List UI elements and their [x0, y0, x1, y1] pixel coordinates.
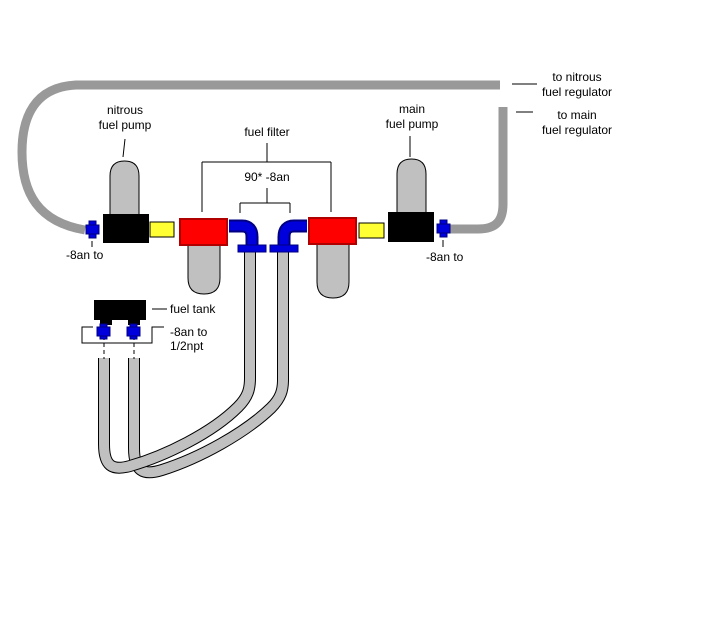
main-pump-cylinder [396, 158, 427, 214]
elbow-bracket [239, 188, 291, 213]
tank-outlet-stub-left [100, 318, 112, 325]
left-fuel-filter [179, 218, 228, 246]
fuel-tank-body [94, 300, 146, 320]
hose-to-main-regulator [448, 107, 508, 234]
nitrous-pump-label: nitrous fuel pump [93, 103, 157, 133]
left-filter-canister [187, 243, 221, 295]
nitrous-pump-leader-line [122, 138, 126, 158]
hose-tank1-to-left-elbow [98, 250, 256, 474]
yellow-connector-right [358, 222, 385, 239]
to-main-regulator-label-line2: fuel regulator [541, 123, 613, 137]
elbow-fitting-label: 90* -8an [244, 170, 290, 184]
to-main-regulator-label-line1: to main [557, 108, 597, 122]
yellow-connector-left [149, 221, 175, 238]
right-filter-canister [316, 242, 350, 299]
fuel-filter-bracket [201, 143, 332, 212]
fuel-tank-label: fuel tank [170, 302, 216, 316]
nitrous-pump-label-line2: fuel pump [98, 118, 152, 132]
nitrous-pump-body [103, 214, 149, 243]
right-fuel-filter [308, 217, 357, 245]
tank-fitting-left [96, 323, 111, 340]
to-main-regulator-label: to main fuel regulator [540, 108, 614, 138]
to-nitrous-regulator-label-line1: to nitrous [552, 70, 602, 84]
nitrous-pump-cylinder [109, 160, 140, 216]
tank-fitting-label-line2: 1/2npt [170, 339, 204, 353]
hose-to-nitrous-regulator [17, 80, 500, 235]
tank-fitting-right [126, 323, 141, 340]
to-nitrous-regulator-label-line2: fuel regulator [541, 85, 613, 99]
pump-inlet-fitting-left [85, 220, 100, 239]
tank-fitting-bracket [81, 326, 164, 344]
main-pump-label-line1: main [398, 102, 425, 116]
main-pump-label: main fuel pump [380, 102, 444, 132]
pump-outlet-fitting-right-label: -8an to [426, 250, 464, 264]
tank-outlet-stub-right [128, 318, 140, 325]
pump-inlet-fitting-left-label: -8an to [66, 248, 104, 262]
fuel-filter-label: fuel filter [244, 125, 290, 139]
to-nitrous-regulator-label: to nitrous fuel regulator [540, 70, 614, 100]
hose-tank2-to-right-elbow [128, 250, 289, 479]
pump-outlet-fitting-right [436, 219, 451, 238]
nitrous-pump-label-line1: nitrous [106, 103, 144, 117]
left-90-elbow-fitting [229, 219, 267, 253]
right-90-elbow-fitting [269, 219, 307, 253]
main-pump-label-line2: fuel pump [385, 117, 439, 131]
main-pump-body [388, 212, 434, 242]
tank-fitting-label: -8an to 1/2npt [170, 325, 207, 353]
tank-fitting-label-line1: -8an to [170, 325, 208, 339]
